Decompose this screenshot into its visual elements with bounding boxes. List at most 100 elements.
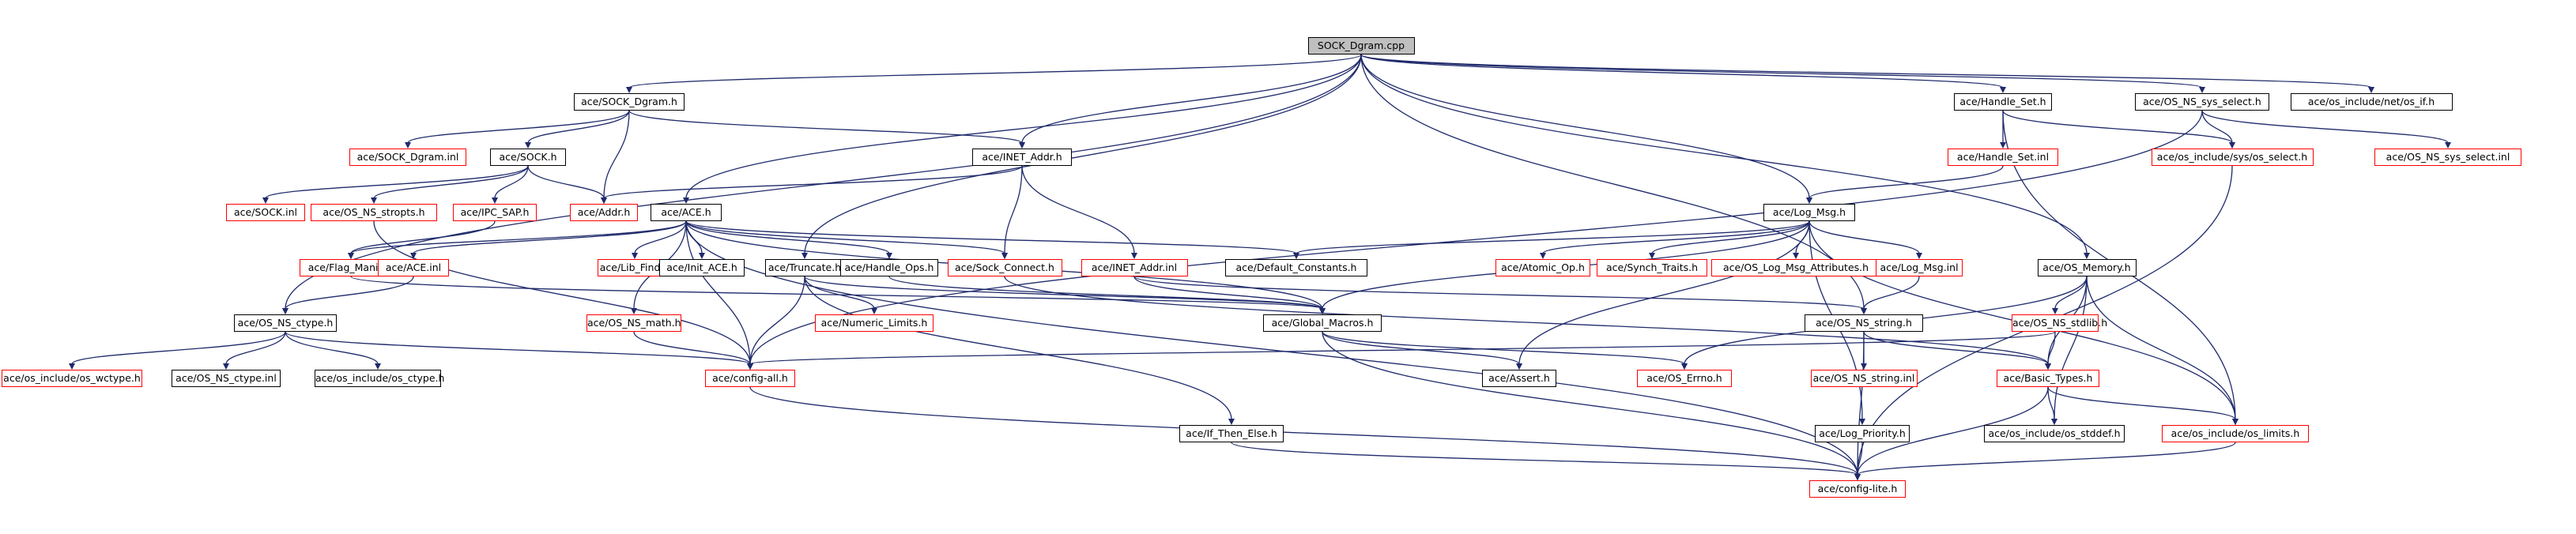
graph-node-ace-sock-connect-h[interactable]: ace/Sock_Connect.h: [947, 259, 1062, 276]
edge-n24-n35: [1133, 276, 1865, 310]
edge-arrowhead: [370, 197, 377, 204]
graph-node-ace-ace-h[interactable]: ace/ACE.h: [651, 204, 722, 221]
graph-node-ace-os-ns-stropts-h[interactable]: ace/OS_NS_stropts.h: [311, 204, 437, 221]
graph-node-ace-config-all-h[interactable]: ace/config-all.h: [705, 370, 795, 387]
graph-node-ace-atomic-op-h[interactable]: ace/Atomic_Op.h: [1495, 259, 1590, 276]
edge-n16-n29: [1808, 220, 1920, 254]
graph-node-ace-assert-h[interactable]: ace/Assert.h: [1482, 370, 1556, 387]
graph-node-ace-log-msg-inl[interactable]: ace/Log_Msg.inl: [1876, 259, 1963, 276]
edge-n3-n9: [2201, 110, 2233, 144]
graph-node-ace-inet-addr-h[interactable]: ace/INET_Addr.h: [972, 149, 1072, 166]
graph-node-ace-os-ns-math-h[interactable]: ace/OS_NS_math.h: [586, 314, 681, 332]
edge-arrowhead: [1131, 253, 1137, 259]
edge-n36-n44: [2047, 331, 2056, 365]
graph-node-ace-os-include-os-wctype-h[interactable]: ace/os_include/os_wctype.h: [2, 370, 142, 387]
graph-node-ace-handle-set-h[interactable]: ace/Handle_Set.h: [1954, 93, 2052, 111]
edge-arrowhead: [1859, 419, 1865, 425]
edge-arrowhead: [631, 252, 638, 259]
graph-node-ace-ace-inl[interactable]: ace/ACE.inl: [378, 259, 449, 276]
edge-n21-n33: [804, 276, 875, 310]
graph-node-ace-os-memory-h[interactable]: ace/OS_Memory.h: [2037, 259, 2137, 276]
graph-node-ace-ipc-sap-h[interactable]: ace/IPC_SAP.h: [453, 204, 537, 221]
edge-arrowhead: [2000, 86, 2006, 93]
graph-node-ace-init-ace-h[interactable]: ace/Init_ACE.h: [659, 259, 745, 276]
edge-n29-n35: [1863, 276, 1920, 310]
graph-node-ace-os-ns-ctype-inl[interactable]: ace/OS_NS_ctype.inl: [172, 370, 281, 387]
edge-n1-n6: [527, 110, 630, 144]
graph-node-ace-os-ns-stdlib-h[interactable]: ace/OS_NS_stdlib.h: [2012, 314, 2107, 332]
graph-node-ace-os-log-msg-attributes-h[interactable]: ace/OS_Log_Msg_Attributes.h: [1710, 259, 1881, 276]
edge-n15-n25: [685, 220, 1297, 254]
edge-arrowhead: [347, 252, 354, 259]
edge-n7-n14: [603, 165, 1023, 199]
graph-node-ace-default-constants-h[interactable]: ace/Default_Constants.h: [1225, 259, 1367, 276]
edge-arrowhead: [1854, 474, 1861, 480]
edge-n7-n24: [1021, 165, 1135, 254]
graph-node-ace-handle-ops-h[interactable]: ace/Handle_Ops.h: [840, 259, 938, 276]
edge-arrowhead: [2232, 419, 2238, 425]
edge-arrowhead: [801, 253, 808, 259]
graph-node-ace-flag-manip-h[interactable]: ace/Flag_Manip.h: [300, 259, 402, 276]
edge-n31-n40: [285, 331, 751, 365]
graph-node-ace-sock-inl[interactable]: ace/SOCK.inl: [226, 204, 305, 221]
edge-n21-n45: [804, 276, 1232, 420]
graph-node-ace-os-ns-string-inl[interactable]: ace/OS_NS_string.inl: [1810, 370, 1918, 387]
graph-node-ace-os-include-os-limits-h[interactable]: ace/os_include/os_limits.h: [2162, 425, 2309, 442]
edge-n15-n18: [413, 220, 687, 254]
graph-node-ace-basic-types-h[interactable]: ace/Basic_Types.h: [1997, 370, 2099, 387]
edge-n1-n7: [628, 110, 1023, 144]
edge-n34-n49: [1322, 331, 1858, 476]
edge-n44-n47: [2047, 386, 2055, 420]
edge-arrowhead: [222, 363, 229, 370]
edge-arrowhead: [746, 363, 753, 370]
edge-arrowhead: [2051, 419, 2057, 425]
edge-arrowhead: [281, 307, 289, 314]
graph-node-ace-numeric-limits-h[interactable]: ace/Numeric_Limits.h: [815, 314, 933, 332]
edge-n15-n23: [685, 220, 1005, 254]
graph-node-ace-sock-dgram-inl[interactable]: ace/SOCK_Dgram.inl: [349, 149, 466, 166]
edge-n15-n17: [350, 220, 687, 254]
edge-n30-n48: [2086, 276, 2236, 420]
graph-node-ace-os-include-os-stddef-h[interactable]: ace/os_include/os_stddef.h: [1984, 425, 2125, 442]
edge-n6-n13: [494, 165, 529, 199]
graph-node-ace-log-msg-h[interactable]: ace/Log_Msg.h: [1763, 204, 1855, 221]
graph-node-ace-addr-h[interactable]: ace/Addr.h: [570, 204, 638, 221]
graph-node-ace-synch-traits-h[interactable]: ace/Synch_Traits.h: [1597, 259, 1707, 276]
graph-node-ace-config-lite-h[interactable]: ace/config-lite.h: [1809, 480, 1906, 498]
edge-n3-n10: [2201, 110, 2449, 144]
graph-node-ace-os-ns-sys-select-h[interactable]: ace/OS_NS_sys_select.h: [2135, 93, 2269, 111]
graph-node-ace-truncate-h[interactable]: ace/Truncate.h: [765, 259, 844, 276]
edge-arrowhead: [1916, 252, 1922, 259]
graph-node-ace-if-then-else-h[interactable]: ace/If_Then_Else.h: [1179, 425, 1284, 442]
graph-node-sock-dgram-cpp[interactable]: SOCK_Dgram.cpp: [1307, 37, 1415, 55]
edge-n1-n5: [407, 110, 630, 144]
graph-node-ace-inet-addr-inl[interactable]: ace/INET_Addr.inl: [1081, 259, 1188, 276]
graph-node-ace-os-include-sys-os-select-h[interactable]: ace/os_include/sys/os_select.h: [2151, 149, 2314, 166]
graph-node-ace-global-macros-h[interactable]: ace/Global_Macros.h: [1263, 314, 1382, 332]
edge-n0-n2: [1360, 54, 2004, 88]
graph-node-ace-os-errno-h[interactable]: ace/OS_Errno.h: [1637, 370, 1732, 387]
edge-arrowhead: [1293, 252, 1299, 259]
edge-n16-n26: [1542, 220, 1810, 254]
graph-node-ace-lib-find-h[interactable]: ace/Lib_Find.h: [598, 259, 672, 276]
graph-node-ace-os-include-net-os-if-h[interactable]: ace/os_include/net/os_if.h: [2290, 93, 2453, 111]
edge-n0-n21: [804, 54, 1362, 254]
edge-arrowhead: [1649, 252, 1655, 259]
edge-arrowhead: [1681, 363, 1688, 370]
graph-node-ace-os-ns-string-h[interactable]: ace/OS_NS_string.h: [1805, 314, 1923, 332]
edge-n36-n40: [749, 331, 2056, 365]
graph-node-ace-sock-dgram-h[interactable]: ace/SOCK_Dgram.h: [574, 93, 685, 111]
edge-arrowhead: [1793, 252, 1799, 259]
graph-node-ace-os-ns-sys-select-inl[interactable]: ace/OS_NS_sys_select.inl: [2374, 149, 2521, 166]
graph-node-ace-sock-h[interactable]: ace/SOCK.h: [490, 149, 566, 166]
edge-n46-n49: [1857, 442, 1863, 476]
edge-arrowhead: [698, 252, 705, 259]
graph-node-ace-os-include-os-ctype-h[interactable]: ace/os_include/os_ctype.h: [315, 370, 444, 387]
graph-node-ace-log-priority-h[interactable]: ace/Log_Priority.h: [1815, 425, 1910, 442]
graph-node-ace-os-ns-ctype-h[interactable]: ace/OS_NS_ctype.h: [234, 314, 337, 332]
graph-node-ace-handle-set-inl[interactable]: ace/Handle_Set.inl: [1948, 149, 2058, 166]
edge-arrowhead: [1540, 252, 1546, 259]
edge-n0-n3: [1360, 54, 2203, 88]
edge-n31-n39: [285, 331, 379, 365]
